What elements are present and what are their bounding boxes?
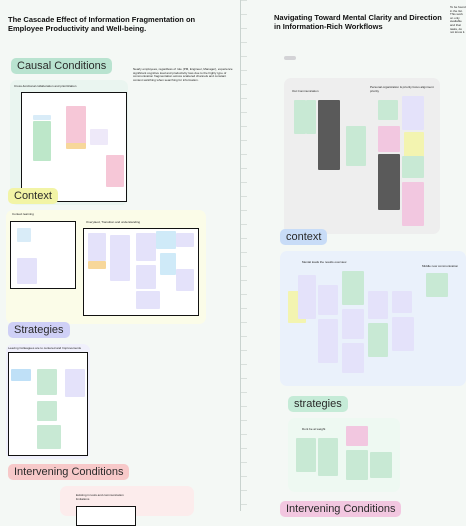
right-casual-conditions-header[interactable] xyxy=(284,56,296,60)
right-board-title: Navigating Toward Mental Clarity and Dir… xyxy=(274,13,442,31)
sticky-note[interactable] xyxy=(318,438,338,476)
sticky-note[interactable] xyxy=(368,291,388,319)
sticky-note[interactable] xyxy=(110,235,130,281)
right-casual-group-label-2: Personal organization & priority focus a… xyxy=(370,85,434,93)
left-causal-group-label: Cross-functional collaboration and prior… xyxy=(14,84,77,88)
right-context-header[interactable]: context xyxy=(280,229,328,245)
sticky-note[interactable] xyxy=(65,369,85,397)
sticky-note[interactable] xyxy=(136,265,156,289)
sticky-note[interactable] xyxy=(342,309,364,339)
sticky-note[interactable] xyxy=(37,369,57,395)
sticky-note[interactable] xyxy=(368,323,388,357)
sticky-note[interactable] xyxy=(37,425,61,449)
left-strategies-panel[interactable]: Leaving Colleagues are to centered and I… xyxy=(6,344,90,459)
sticky-note[interactable] xyxy=(346,450,368,480)
sticky-note[interactable] xyxy=(17,228,31,242)
right-strategies-panel[interactable]: Dont be at weight xyxy=(288,418,400,492)
sticky-note[interactable] xyxy=(106,155,124,187)
sticky-note[interactable] xyxy=(294,100,306,134)
sticky-note[interactable] xyxy=(346,126,366,166)
sticky-note[interactable] xyxy=(378,126,400,152)
left-context-group-label: Context learning xyxy=(12,212,34,216)
sticky-note[interactable] xyxy=(370,452,392,478)
sticky-note[interactable] xyxy=(346,426,368,446)
right-strategies-header[interactable]: strategies xyxy=(288,396,348,412)
sticky-note[interactable] xyxy=(156,231,176,249)
sticky-note[interactable] xyxy=(318,285,338,315)
left-strategies-group-label: Leaving Colleagues are to centered and I… xyxy=(8,346,82,350)
right-casual-group-label: Out Communication xyxy=(292,89,319,93)
sticky-note[interactable] xyxy=(392,291,412,313)
sticky-note[interactable] xyxy=(17,258,37,284)
left-board-title: The Cascade Effect of Information Fragme… xyxy=(8,15,196,33)
board-divider xyxy=(240,0,241,511)
left-causal-frame[interactable] xyxy=(21,92,127,202)
left-strategies-header[interactable]: Strategies xyxy=(8,322,70,338)
left-intervening-panel[interactable]: Existing in tools and communication limi… xyxy=(60,486,194,526)
left-intervening-header[interactable]: Intervening Conditions xyxy=(8,464,130,480)
sticky-note[interactable] xyxy=(298,275,316,319)
left-causal-description: Nearly employees, regardless of role (PM… xyxy=(133,68,233,82)
sticky-note[interactable] xyxy=(296,438,316,472)
sticky-note[interactable] xyxy=(88,261,106,269)
sticky-note[interactable] xyxy=(66,143,86,149)
left-context-frame-a[interactable] xyxy=(10,221,76,289)
left-context-group-label-2: Overylaod, Transition and understanding xyxy=(86,220,141,224)
sticky-note[interactable] xyxy=(402,156,424,178)
sticky-note[interactable] xyxy=(402,182,424,226)
sticky-note[interactable] xyxy=(342,343,364,373)
left-context-header[interactable]: Context xyxy=(8,188,58,204)
sticky-note-dark[interactable] xyxy=(378,154,400,210)
sticky-note[interactable] xyxy=(378,100,398,120)
sticky-note[interactable] xyxy=(90,129,108,145)
right-context-group-label: Mental loads the results overview xyxy=(302,260,347,264)
left-causal-panel[interactable]: Cross-functional collaboration and prior… xyxy=(10,80,128,205)
sticky-note[interactable] xyxy=(176,269,194,291)
left-intervening-group-label: Existing in tools and communication limi… xyxy=(76,493,124,501)
sticky-note-dark[interactable] xyxy=(318,100,340,170)
right-casual-panel[interactable]: Out Communication Personal organization … xyxy=(284,78,440,234)
sticky-note[interactable] xyxy=(33,115,51,120)
sticky-note[interactable] xyxy=(342,271,364,305)
sticky-note[interactable] xyxy=(33,121,51,161)
sticky-note[interactable] xyxy=(404,132,424,158)
right-corner-note: To be found in the list. This work on on… xyxy=(450,6,466,35)
sticky-note[interactable] xyxy=(426,273,448,297)
sticky-note[interactable] xyxy=(318,319,338,363)
sticky-note[interactable] xyxy=(392,317,414,351)
right-intervening-header[interactable]: Intervening Conditions xyxy=(280,501,402,517)
sticky-note[interactable] xyxy=(160,253,176,275)
sticky-note[interactable] xyxy=(37,401,57,421)
right-strategies-group-label: Dont be at weight xyxy=(302,427,326,431)
board-divider-ruler xyxy=(241,0,247,511)
left-context-frame-b[interactable] xyxy=(83,228,199,316)
sticky-note[interactable] xyxy=(306,100,316,134)
left-causal-conditions-header[interactable]: Causal Conditions xyxy=(11,58,113,74)
sticky-note[interactable] xyxy=(402,96,424,130)
sticky-note[interactable] xyxy=(88,233,106,261)
sticky-note[interactable] xyxy=(11,369,31,381)
sticky-note[interactable] xyxy=(136,291,160,309)
sticky-note[interactable] xyxy=(136,233,156,261)
sticky-note[interactable] xyxy=(66,106,86,148)
sticky-note[interactable] xyxy=(176,233,194,247)
left-strategies-frame[interactable] xyxy=(8,352,88,456)
left-context-panel[interactable]: Context learning Overylaod, Transition a… xyxy=(6,210,206,324)
right-context-panel[interactable]: Mental loads the results overview Middle… xyxy=(280,251,466,386)
right-context-group-label-2: Middle now communication xyxy=(422,264,459,268)
left-intervening-frame[interactable] xyxy=(76,506,136,526)
